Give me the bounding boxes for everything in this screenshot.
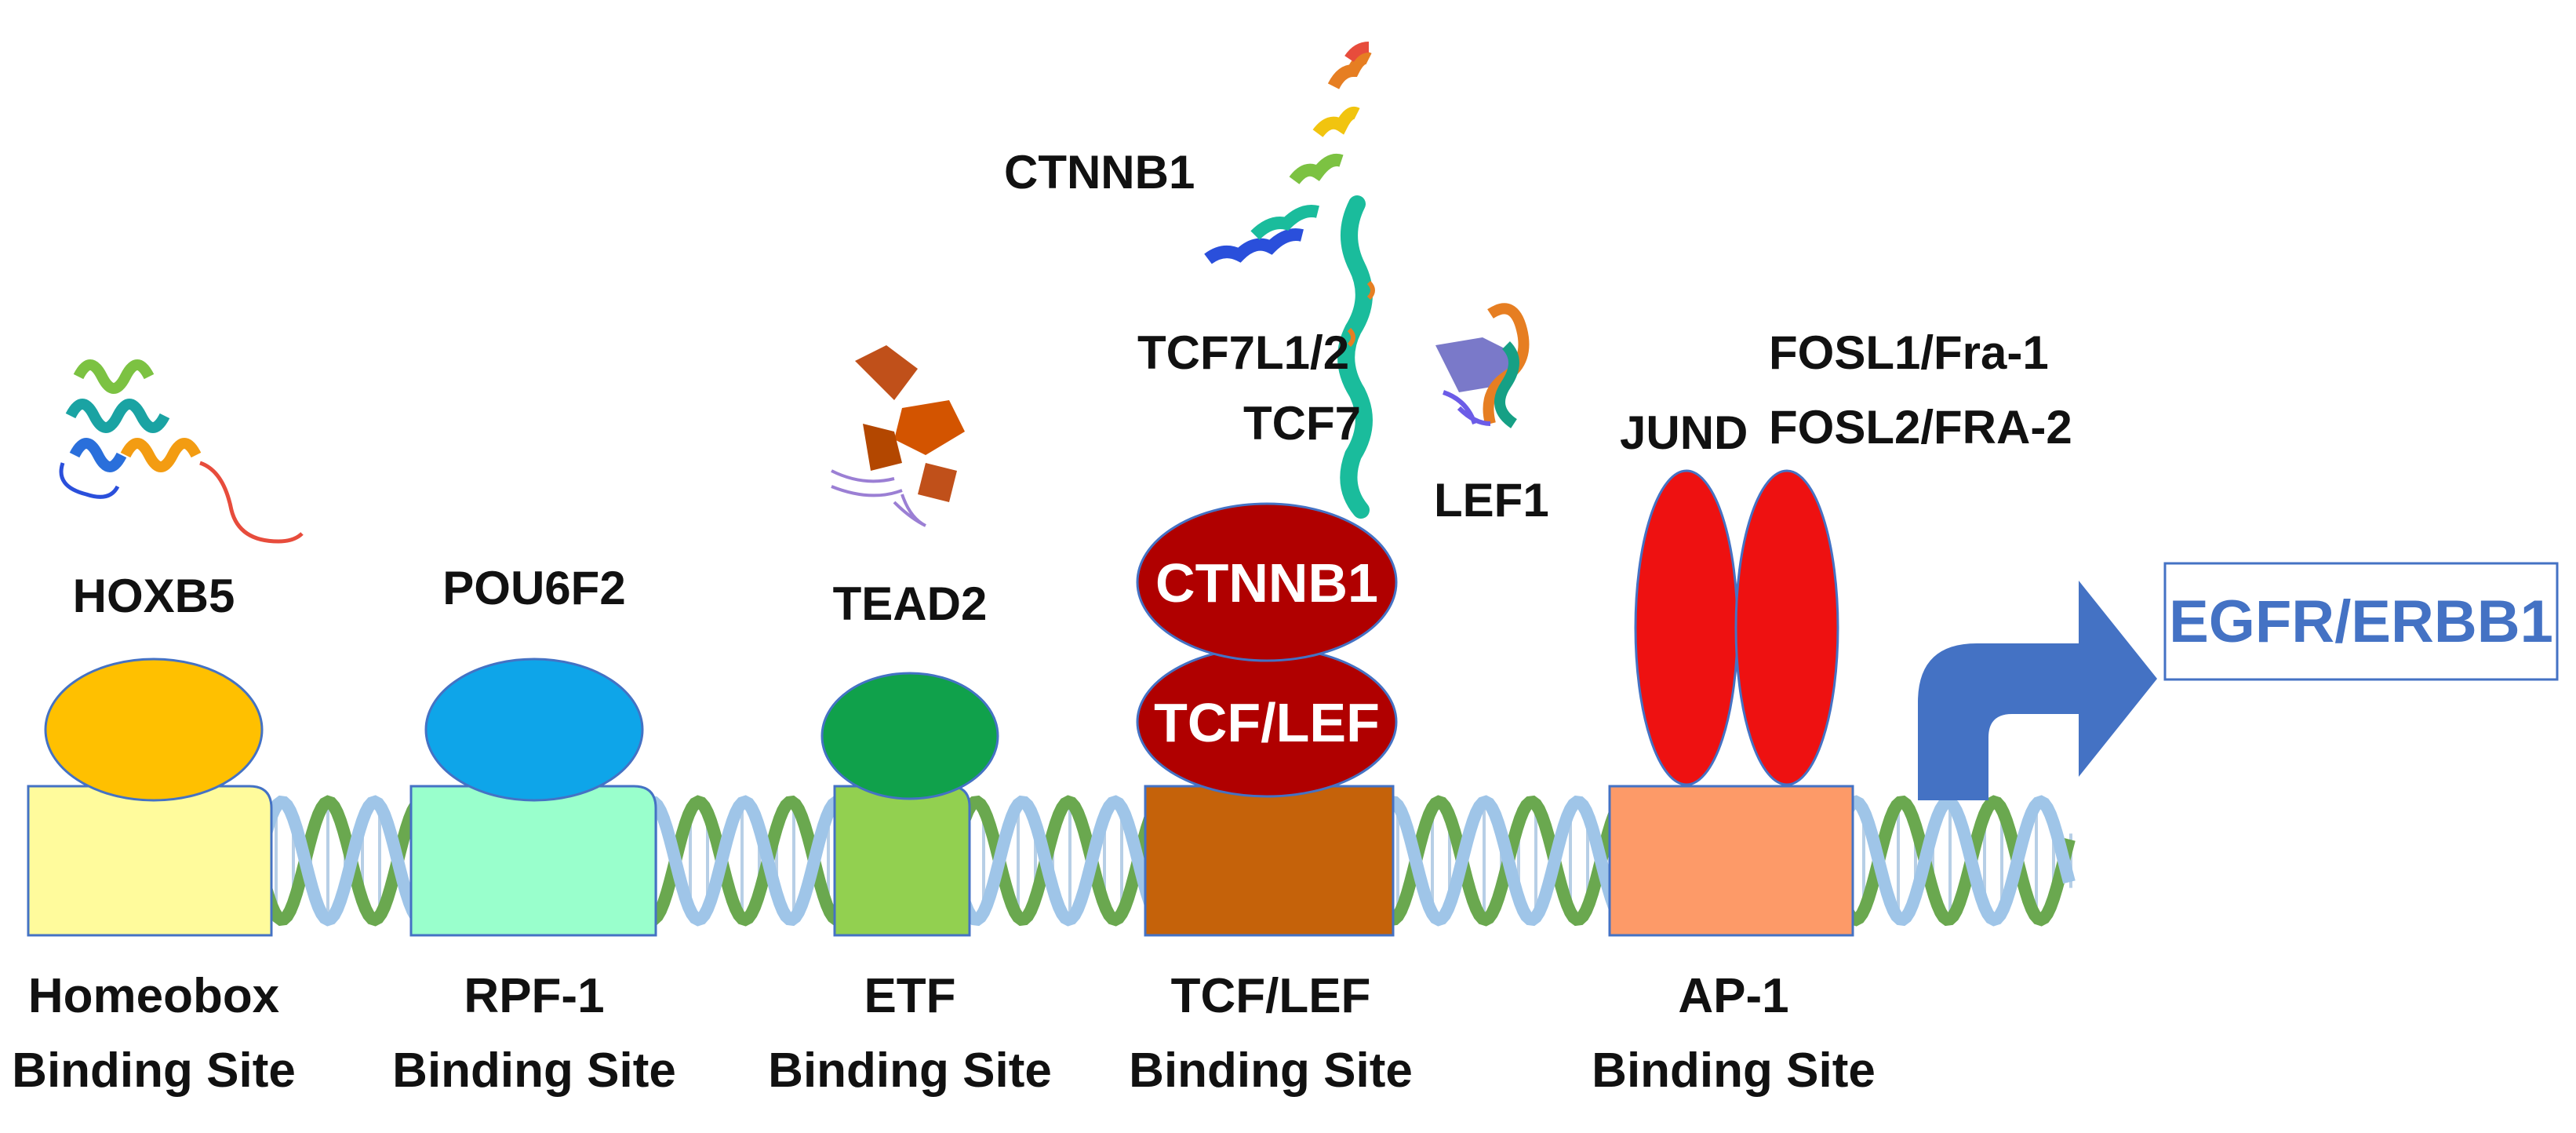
jund-label: JUND <box>1620 406 1748 459</box>
homeobox-site-caption-line1: Homeobox <box>28 969 280 1023</box>
tcf7-protein-structure-icon <box>1337 195 1375 519</box>
fosl1-label: FOSL1/Fra-1 <box>1769 326 2049 379</box>
tcf7l12-structure-label: TCF7L1/2 <box>1137 326 1349 379</box>
etf-site-caption-line1: ETF <box>864 969 955 1023</box>
pou6f2-label: POU6F2 <box>442 562 625 614</box>
transcription-arrow <box>1918 581 2157 800</box>
jund-factor-ellipse <box>1634 469 1739 786</box>
tcf-lef-factor-label: TCF/LEF <box>1154 692 1380 753</box>
etf-binding-site-block <box>833 785 971 937</box>
ap1-binding-site-block <box>1608 785 1854 937</box>
ap1-site-caption-line1: AP-1 <box>1678 969 1788 1023</box>
fosl2-label: FOSL2/FRA-2 <box>1769 401 2072 454</box>
ctnnb1-factor-label: CTNNB1 <box>1155 552 1378 614</box>
fosl-factor-ellipse <box>1734 469 1839 786</box>
ctnnb1-factor-ellipse <box>1136 502 1398 662</box>
hoxb5-factor-ellipse <box>44 658 264 802</box>
homeobox-binding-site-block <box>27 785 273 937</box>
rpf1-site-caption-line1: RPF-1 <box>464 969 604 1023</box>
ctnnb1-structure-label: CTNNB1 <box>1004 146 1195 199</box>
lef1-protein-structure-icon <box>1435 303 1530 428</box>
ctnnb1-protein-structure-icon <box>1204 42 1372 264</box>
tcf7-structure-label: TCF7 <box>1243 397 1361 450</box>
etf-site-caption-line2: Binding Site <box>768 1044 1052 1098</box>
tcf-lef-binding-site-block <box>1144 785 1395 937</box>
tead2-protein-structure-icon <box>831 345 965 527</box>
lef1-structure-label: LEF1 <box>1434 474 1549 526</box>
tcf-lef-site-caption-line2: Binding Site <box>1129 1044 1413 1098</box>
hoxb5-protein-structure-icon <box>59 359 304 544</box>
tead2-label: TEAD2 <box>833 577 988 630</box>
hoxb5-label: HOXB5 <box>73 570 235 622</box>
pou6f2-factor-ellipse <box>424 658 644 802</box>
homeobox-site-caption-line2: Binding Site <box>12 1044 296 1098</box>
rpf1-binding-site-block <box>409 785 657 937</box>
target-gene-box <box>2163 562 2559 681</box>
ap1-site-caption-line2: Binding Site <box>1592 1044 1876 1098</box>
rpf1-site-caption-line2: Binding Site <box>392 1044 676 1098</box>
tcf-lef-site-caption-line1: TCF/LEF <box>1171 969 1371 1023</box>
tead2-factor-ellipse <box>820 672 999 800</box>
target-gene-label: EGFR/ERBB1 <box>2169 588 2553 655</box>
